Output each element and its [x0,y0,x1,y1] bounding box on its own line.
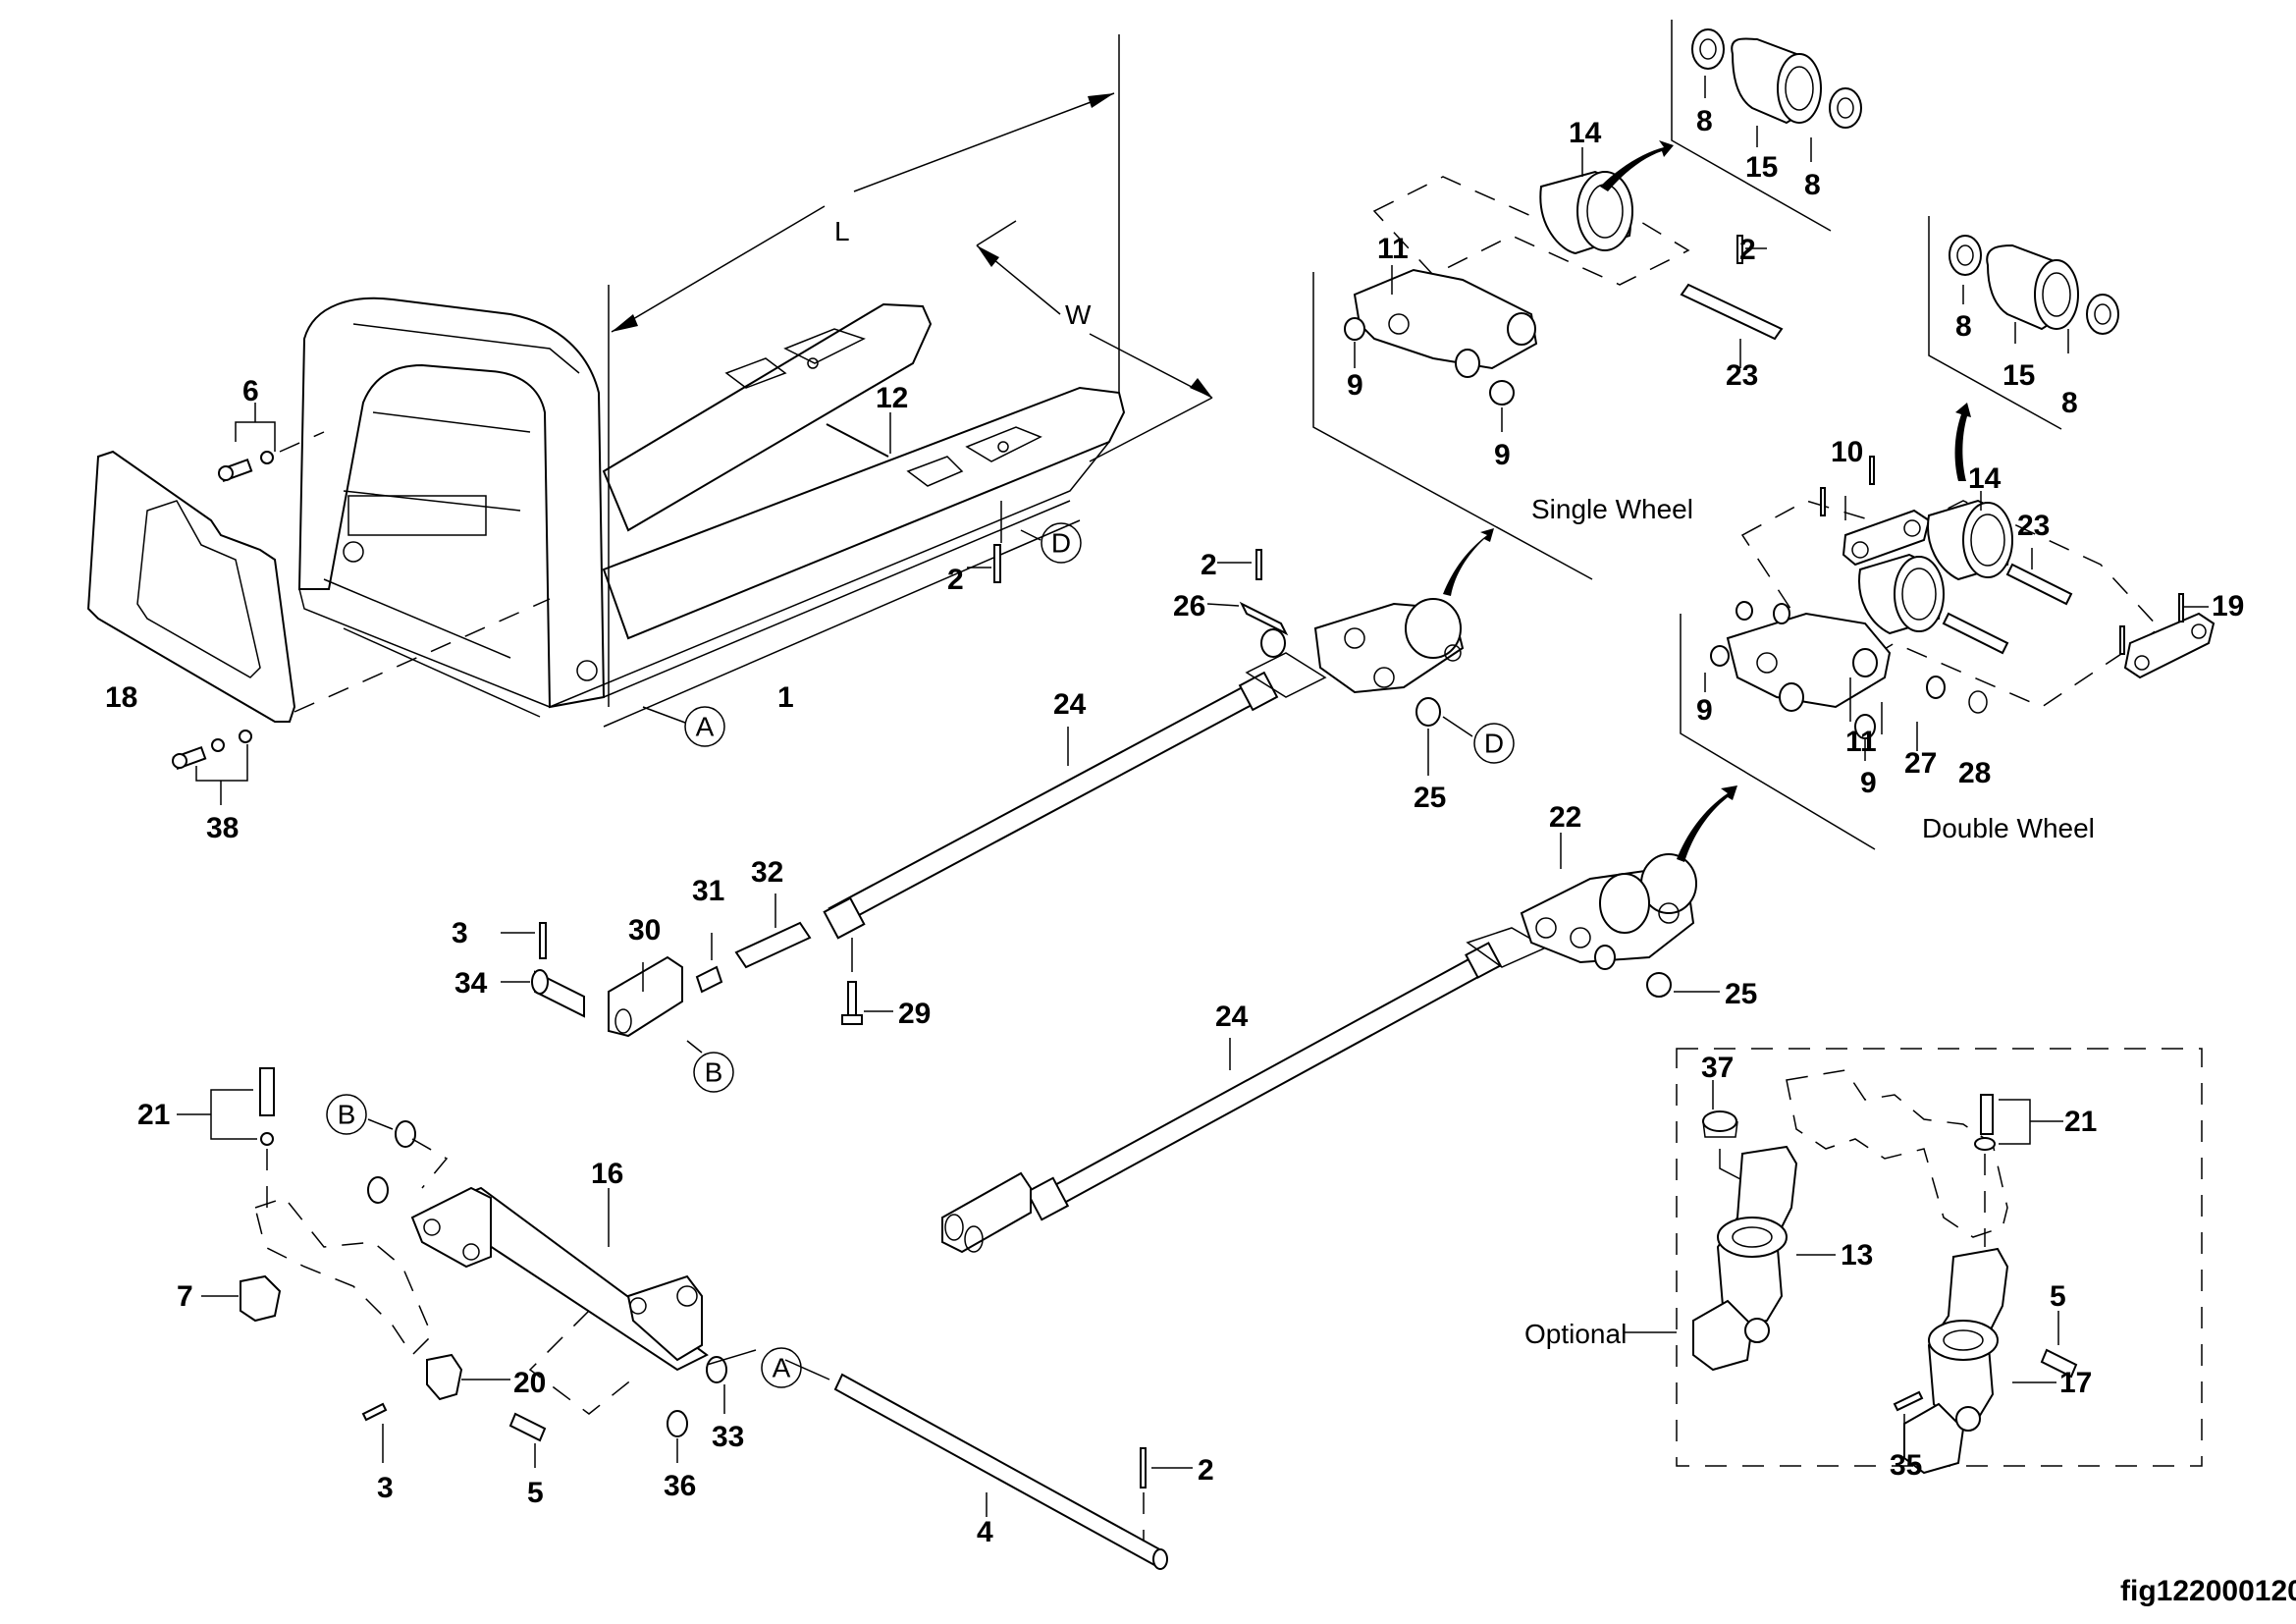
callout-20: 20 [513,1367,546,1399]
callout-12: 12 [876,382,908,414]
callout-3: 3 [377,1472,394,1504]
callout-2: 2 [1739,234,1756,266]
callout-14: 14 [1968,462,2002,495]
callout-2: 2 [1201,549,1217,581]
callout-38: 38 [206,812,239,844]
callout-11: 11 [1377,233,1409,265]
reference-circle-b-2: B [326,1094,367,1135]
callout-26: 26 [1173,590,1205,623]
callout-15: 15 [1745,151,1778,184]
callout-5: 5 [2050,1280,2066,1313]
callout-29: 29 [898,998,931,1030]
callout-10: 10 [1831,436,1863,468]
reference-circle-d-2: D [1473,723,1515,764]
double-wheel-detail [1680,456,2216,850]
caption-double-wheel: Double Wheel [1922,813,2095,843]
callout-33: 33 [712,1421,744,1453]
callout-25: 25 [1414,782,1446,814]
dimension-label-length: L [834,216,850,246]
cover-plate [86,450,551,723]
svg-text:D: D [1051,528,1071,559]
callout-35: 35 [1890,1449,1922,1482]
callout-9: 9 [1860,767,1877,799]
callout-8: 8 [1955,310,1972,343]
lower-linkage [177,1067,1193,1570]
dimension-label-width: W [1065,299,1092,330]
callout-6: 6 [242,375,259,407]
callout-23: 23 [2017,510,2050,542]
fork-frame [297,297,1126,728]
fastener-set-38 [172,730,252,805]
callout-24: 24 [1053,688,1087,721]
callout-5: 5 [527,1477,544,1509]
reference-circle-d-1: D [1041,522,1082,564]
callout-18: 18 [105,681,137,714]
svg-text:B: B [705,1057,723,1088]
callout-8: 8 [2061,387,2078,419]
svg-text:A: A [773,1353,791,1383]
callout-37: 37 [1701,1052,1734,1084]
callout-36: 36 [664,1470,696,1502]
callout-21: 21 [2064,1106,2097,1138]
callout-28: 28 [1958,757,1991,789]
callout-11: 11 [1845,726,1877,758]
callout-19: 19 [2212,590,2244,623]
callout-9: 9 [1347,369,1363,402]
callout-2: 2 [1198,1454,1214,1487]
callout-17: 17 [2059,1367,2092,1399]
callout-9: 9 [1696,694,1713,727]
callout-8: 8 [1804,169,1821,201]
callout-7: 7 [177,1280,193,1313]
callout-22: 22 [1549,801,1581,834]
svg-text:D: D [1484,729,1504,759]
svg-text:A: A [696,712,715,742]
callout-2: 2 [947,564,964,596]
callout-31: 31 [692,875,724,907]
single-wheel-bearing-inset [1671,20,1862,232]
callout-24: 24 [1215,1001,1249,1033]
reference-circle-a-1: A [642,706,725,747]
single-wheel-detail [1312,140,1784,580]
callout-4: 4 [977,1516,993,1548]
push-rod-upper [823,652,1327,1025]
callout-8: 8 [1696,105,1713,137]
fork-pins [826,412,1041,583]
reference-circle-b-1: B [693,1052,734,1093]
callout-27: 27 [1904,747,1937,780]
rocker-single-installed [1206,528,1494,776]
callout-21: 21 [137,1099,170,1131]
callout-1: 1 [777,681,794,714]
double-wheel-bearing-inset [1928,216,2119,481]
callout-25: 25 [1725,978,1757,1010]
callout-30: 30 [628,914,661,947]
rocker-double-installed [1520,785,1737,998]
figure-id: fig1220001200 [2120,1575,2296,1607]
svg-text:B: B [338,1100,356,1130]
callout-13: 13 [1841,1239,1873,1272]
reference-circle-a-2: A [761,1347,802,1388]
caption-optional: Optional [1524,1319,1627,1349]
callout-3: 3 [452,917,468,949]
callout-34: 34 [454,967,488,1000]
optional-caster-box [1625,1048,2203,1475]
callout-32: 32 [751,856,783,889]
callout-15: 15 [2002,359,2035,392]
callout-16: 16 [591,1158,623,1190]
dimension-lines: L W [608,34,1213,707]
push-rod-lower [941,927,1548,1254]
fastener-set-6 [218,403,325,483]
clevis-assembly-upper [501,893,812,1054]
callout-23: 23 [1726,359,1758,392]
callout-14: 14 [1569,117,1602,149]
callout-9: 9 [1494,439,1511,471]
callout-labels: 1 2 2 2 2 3 3 4 5 5 6 7 8 8 8 8 9 9 9 9 … [105,105,2244,1548]
caption-single-wheel: Single Wheel [1531,494,1693,524]
